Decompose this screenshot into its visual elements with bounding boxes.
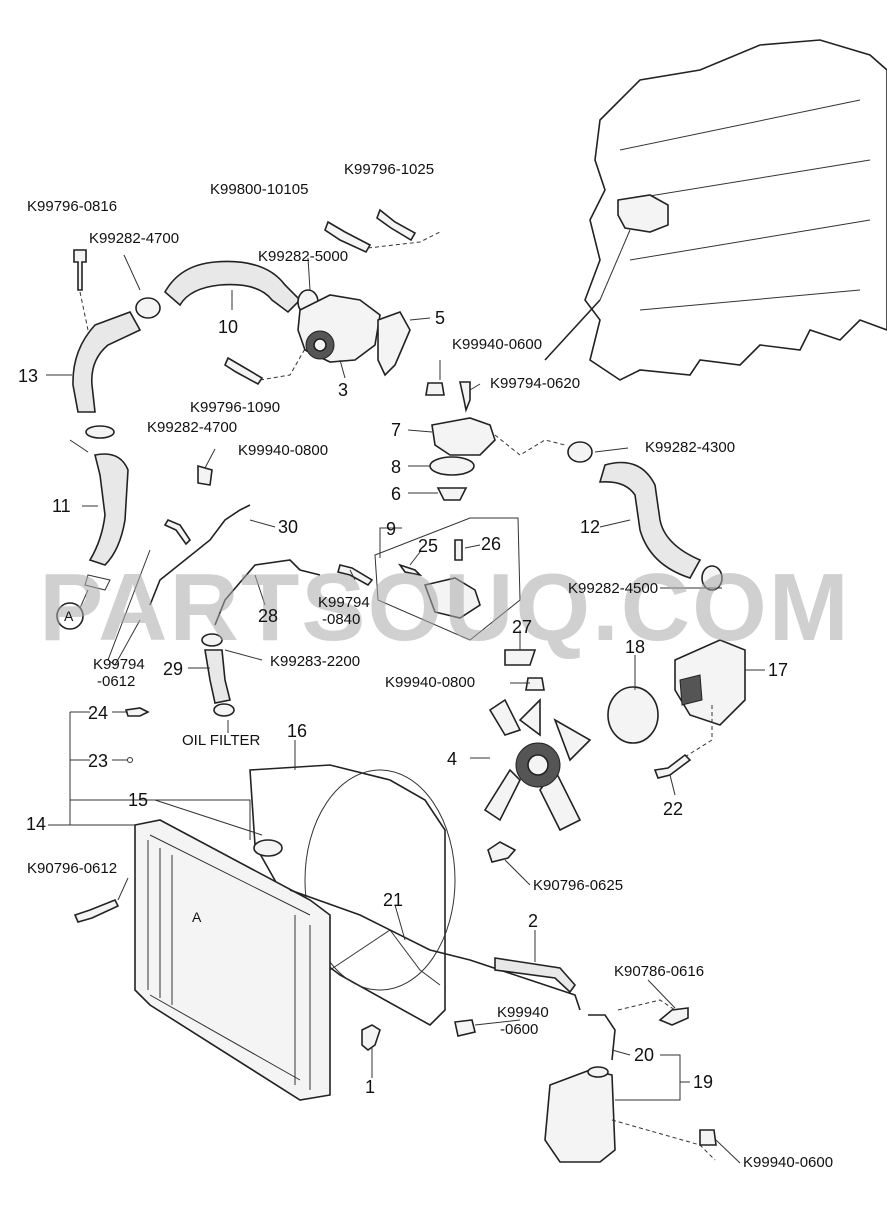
callout-a-label: A xyxy=(64,608,74,624)
code-k90796-0612[interactable]: K90796-0612 xyxy=(27,860,118,877)
bolt-k99796-0816 xyxy=(73,249,87,291)
part-number-3[interactable]: 3 xyxy=(338,380,349,400)
part-number-25[interactable]: 25 xyxy=(418,536,439,556)
bolt-k99800-10105 xyxy=(324,220,372,254)
part-number-17[interactable]: 17 xyxy=(768,660,789,680)
upper-hose-10 xyxy=(163,260,302,314)
hose-clamp xyxy=(701,565,723,591)
code-k99794-0612-line1[interactable]: K99794 xyxy=(93,656,145,673)
part-number-21[interactable]: 21 xyxy=(383,890,404,910)
part-number-26[interactable]: 26 xyxy=(481,534,502,554)
part-number-14[interactable]: 14 xyxy=(26,814,47,834)
code-k99282-5000[interactable]: K99282-5000 xyxy=(258,248,349,265)
part-number-28[interactable]: 28 xyxy=(258,606,279,626)
part-number-4[interactable]: 4 xyxy=(447,749,458,769)
part-number-24[interactable]: 24 xyxy=(88,703,109,723)
part-number-9[interactable]: 9 xyxy=(386,519,397,539)
bolt-k99796-1025 xyxy=(376,208,417,242)
part-number-11[interactable]: 11 xyxy=(52,496,71,516)
valve-body xyxy=(423,577,481,619)
part-number-15[interactable]: 15 xyxy=(128,790,149,810)
pipe-30 xyxy=(149,504,251,606)
water-pump-housing-3 xyxy=(297,294,381,363)
hose-20 xyxy=(588,1014,616,1061)
part-number-5[interactable]: 5 xyxy=(435,308,446,328)
cooling-fan-4 xyxy=(483,698,592,832)
hose-29 xyxy=(204,649,231,704)
part-number-1[interactable]: 1 xyxy=(365,1077,376,1097)
code-k99794-0620[interactable]: K99794-0620 xyxy=(490,375,581,392)
reservoir-tank-19 xyxy=(544,1069,616,1163)
hose-clamp xyxy=(135,297,161,319)
box-9 xyxy=(374,517,521,641)
thermostat-gasket-8 xyxy=(429,456,475,476)
code-k99282-4500[interactable]: K99282-4500 xyxy=(568,580,659,597)
part-number-10[interactable]: 10 xyxy=(218,317,239,337)
code-k99794-0840-line1[interactable]: K99794 xyxy=(318,594,370,611)
overflow-pipe-21 xyxy=(289,889,581,1011)
code-k99282-4300[interactable]: K99282-4300 xyxy=(645,439,736,456)
engine-block xyxy=(544,39,887,381)
callout-a-label: A xyxy=(192,909,202,925)
code-k90796-0625[interactable]: K90796-0625 xyxy=(533,877,624,894)
code-k99940-0600-bottom[interactable]: K99940-0600 xyxy=(743,1154,834,1171)
hose-clamp xyxy=(85,425,115,439)
hose-clamp xyxy=(201,633,223,647)
code-k99794-0840-line2[interactable]: -0840 xyxy=(322,611,361,628)
code-k99940-0800-top[interactable]: K99940-0800 xyxy=(238,442,329,459)
part-number-13[interactable]: 13 xyxy=(18,366,39,386)
part-number-22[interactable]: 22 xyxy=(663,799,684,819)
part-number-18[interactable]: 18 xyxy=(625,637,646,657)
part-number-16[interactable]: 16 xyxy=(287,721,308,741)
watermark-text: PARTSOUQ.COM xyxy=(39,554,851,661)
gasket-27 xyxy=(504,649,537,666)
code-k99940-0600-low-line2[interactable]: -0600 xyxy=(500,1021,539,1038)
hose-clamp xyxy=(213,703,235,717)
code-k99282-4700-top[interactable]: K99282-4700 xyxy=(89,230,180,247)
pipe-28 xyxy=(214,559,321,626)
part-number-20[interactable]: 20 xyxy=(634,1045,655,1065)
code-k99940-0600-top[interactable]: K99940-0600 xyxy=(452,336,543,353)
part-number-12[interactable]: 12 xyxy=(580,517,601,537)
gasket-5 xyxy=(377,311,411,377)
code-k99796-0816[interactable]: K99796-0816 xyxy=(27,198,118,215)
callout-a-circle xyxy=(56,602,84,630)
code-k99794-0612-line2[interactable]: -0612 xyxy=(97,673,136,690)
part-number-30[interactable]: 30 xyxy=(278,517,299,537)
part-number-23[interactable]: 23 xyxy=(88,751,109,771)
label-oil-filter: OIL FILTER xyxy=(182,732,261,749)
hose-13 xyxy=(72,311,142,413)
hose-12 xyxy=(598,461,702,579)
fan-clutch-18 xyxy=(607,686,659,744)
thermostat-housing-7 xyxy=(431,417,496,456)
code-k99940-0600-low-line1[interactable]: K99940 xyxy=(497,1004,549,1021)
code-k99800-10105[interactable]: K99800-10105 xyxy=(210,181,309,198)
water-pump-17 xyxy=(674,639,746,726)
radiator-14 xyxy=(134,819,331,1101)
leader-lines xyxy=(46,254,765,1164)
part-number-29[interactable]: 29 xyxy=(163,659,184,679)
part-number-6[interactable]: 6 xyxy=(391,484,402,504)
part-number-8[interactable]: 8 xyxy=(391,457,402,477)
code-k99282-4700-mid[interactable]: K99282-4700 xyxy=(147,419,238,436)
part-number-7[interactable]: 7 xyxy=(391,420,402,440)
hose-clamp xyxy=(567,441,593,463)
bolt-k99796-1090 xyxy=(223,356,264,386)
thermostat-6 xyxy=(436,487,468,501)
hose-11 xyxy=(88,453,129,566)
code-k99283-2200[interactable]: K99283-2200 xyxy=(270,653,361,670)
code-k99940-0800-mid[interactable]: K99940-0800 xyxy=(385,674,476,691)
code-k90786-0616[interactable]: K90786-0616 xyxy=(614,963,705,980)
part-number-27[interactable]: 27 xyxy=(512,617,533,637)
hose-2 xyxy=(494,957,577,994)
code-k99796-1025[interactable]: K99796-1025 xyxy=(344,161,435,178)
part-number-19[interactable]: 19 xyxy=(693,1072,714,1092)
code-k99796-1090[interactable]: K99796-1090 xyxy=(190,399,281,416)
part-number-2[interactable]: 2 xyxy=(528,911,539,931)
